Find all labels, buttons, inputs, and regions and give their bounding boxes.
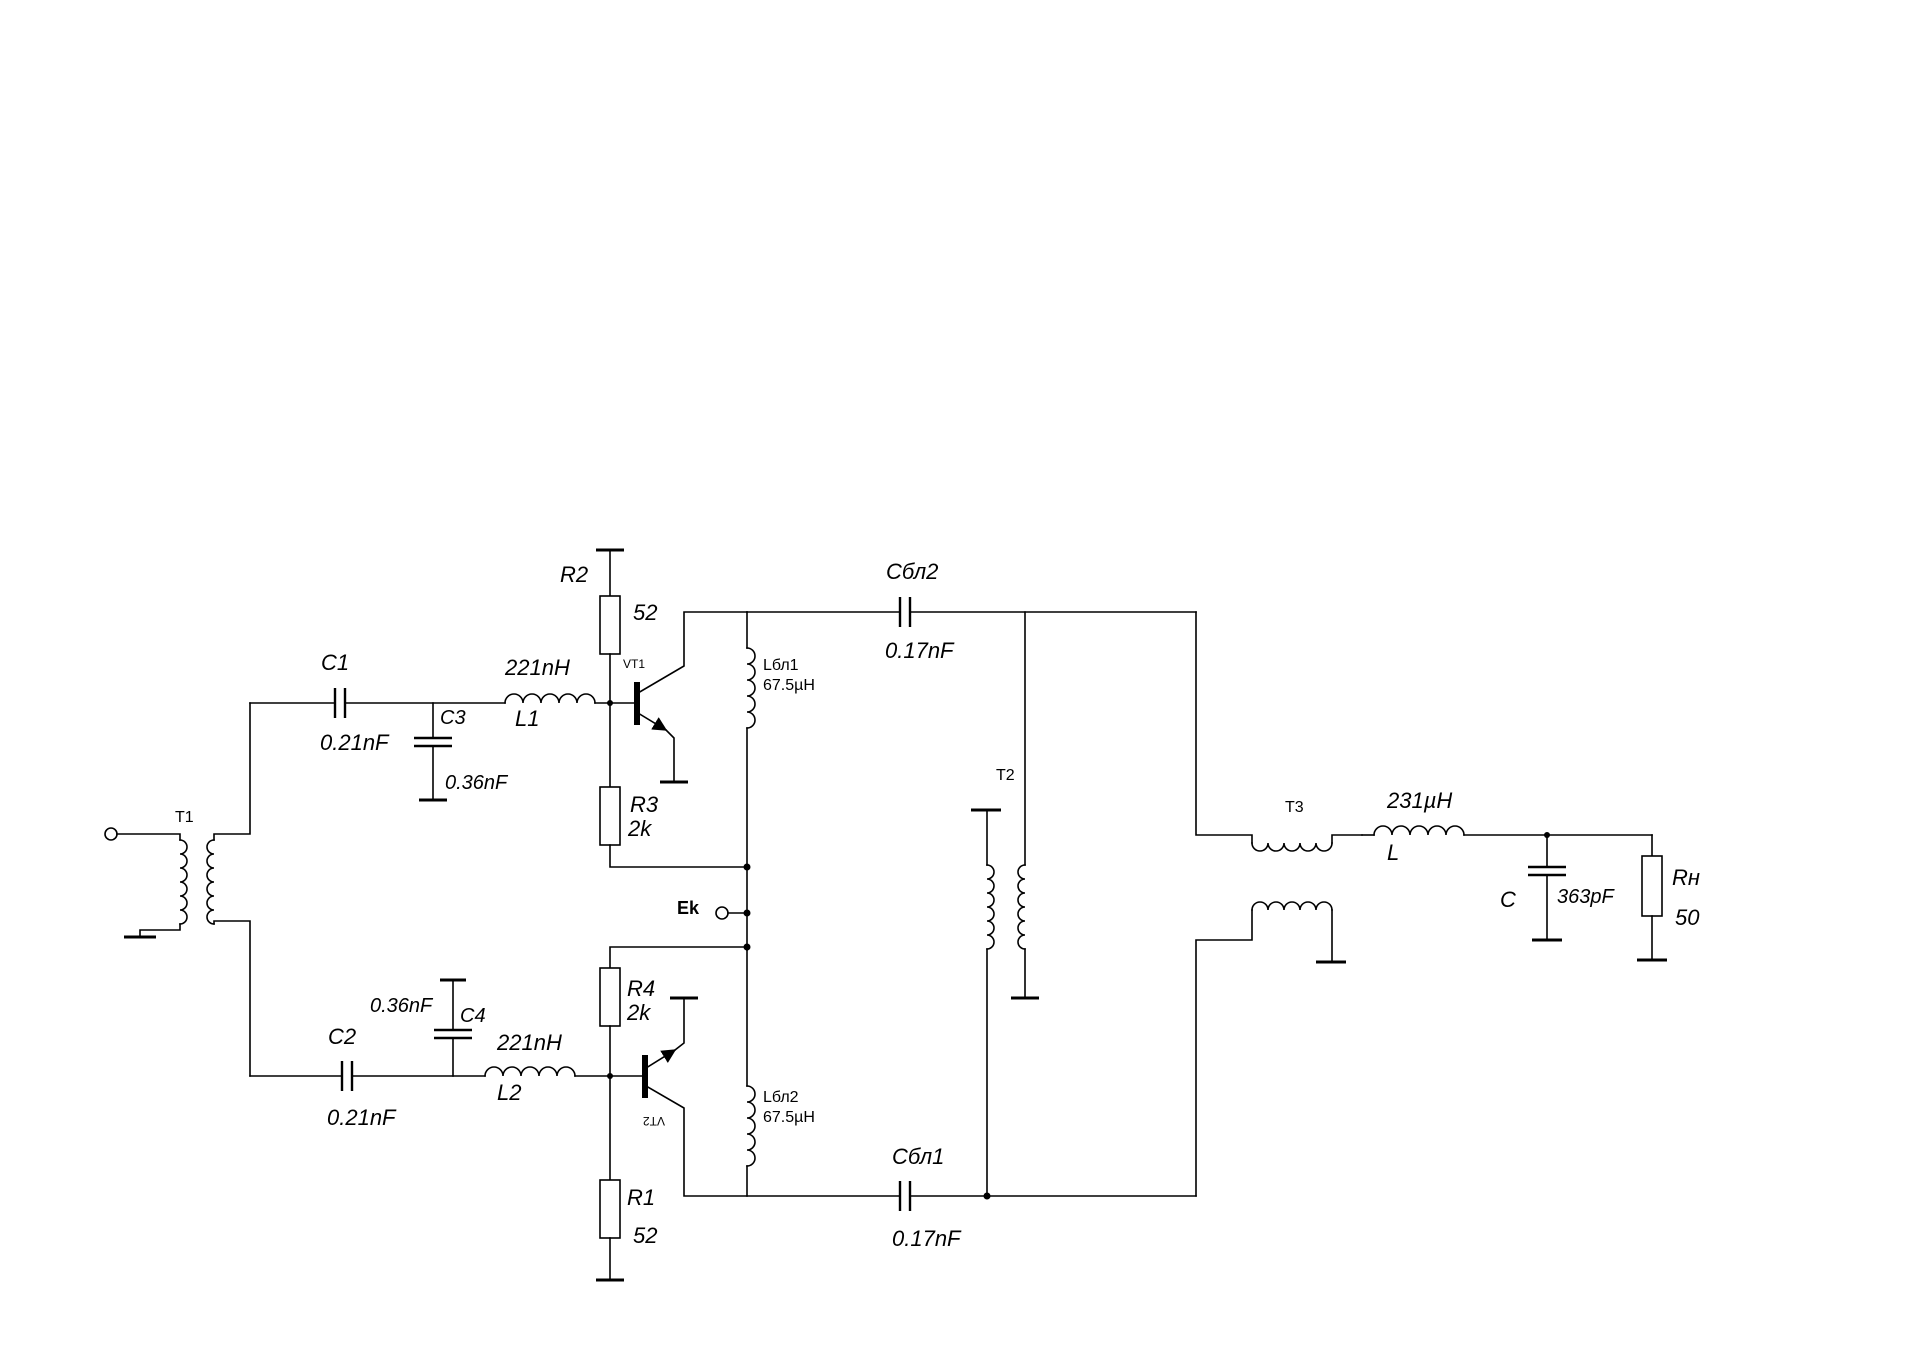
capacitor-cbl1: Cбл1 0.17nF: [892, 1144, 962, 1251]
inductor-l2: 221nH L2: [484, 1030, 576, 1105]
choke-lbl2: Lбл2 67.5µH: [746, 946, 815, 1197]
output-filter: 231µH L C 363pF Rн 50: [1361, 788, 1700, 962]
cbl2-name: Cбл2: [886, 559, 938, 584]
resistor-r1: R1 52: [599, 1179, 657, 1248]
vt2-label: VT2: [643, 1114, 665, 1128]
transformer-t2: T2: [971, 611, 1039, 1197]
out-l-value: 231µH: [1386, 788, 1452, 813]
r4-name: R4: [627, 976, 655, 1001]
transformer-t1: T1: [104, 702, 251, 1077]
cbl2-value: 0.17nF: [885, 638, 955, 663]
out-l-name: L: [1387, 840, 1399, 865]
l1-value: 221nH: [504, 655, 570, 680]
r3-value: 2k: [627, 816, 652, 841]
cbl1-name: Cбл1: [892, 1144, 944, 1169]
choke-lbl1: Lбл1 67.5µH: [746, 611, 815, 951]
c4-name: C4: [460, 1005, 486, 1027]
rn-value: 50: [1675, 905, 1700, 930]
inductor-output-l: 231µH L: [1373, 788, 1465, 865]
r2-name: R2: [560, 562, 588, 587]
t1-label: T1: [175, 809, 194, 826]
r1-value: 52: [633, 1223, 657, 1248]
c4-value: 0.36nF: [370, 995, 434, 1017]
l1-name: L1: [515, 706, 539, 731]
resistor-r2: R2 52: [560, 562, 657, 655]
resistor-r4: R4 2k: [599, 967, 655, 1027]
transformer-t3: T3: [1195, 611, 1363, 1197]
r4-value: 2k: [626, 1000, 651, 1025]
transistor-vt1: VT1: [623, 611, 748, 784]
resistor-load-rn: Rн 50: [1637, 834, 1700, 962]
t2-label: T2: [996, 767, 1015, 784]
capacitor-output-c: C 363pF: [1500, 834, 1615, 942]
t3-label: T3: [1285, 799, 1304, 816]
capacitor-cbl2: Cбл2 0.17nF: [885, 559, 955, 663]
capacitor-c4: 0.36nF C4: [370, 978, 486, 1077]
capacitor-c1: C1 0.21nF: [320, 650, 390, 755]
lbl1-value: 67.5µH: [763, 677, 815, 694]
cbl1-value: 0.17nF: [892, 1226, 962, 1251]
c1-name: C1: [321, 650, 349, 675]
l2-name: L2: [497, 1080, 521, 1105]
l2-value: 221nH: [496, 1030, 562, 1055]
r2-value: 52: [633, 600, 657, 625]
c2-value: 0.21nF: [327, 1105, 397, 1130]
lbl2-value: 67.5µH: [763, 1109, 815, 1126]
c2-name: C2: [328, 1024, 356, 1049]
out-c-value: 363pF: [1557, 886, 1615, 908]
transistor-vt2: VT2: [642, 996, 901, 1197]
c3-name: C3: [440, 707, 466, 729]
c3-value: 0.36nF: [445, 772, 509, 794]
capacitor-c3: C3 0.36nF: [414, 702, 509, 802]
supply-ek: Ek: [677, 863, 751, 951]
out-c-name: C: [1500, 887, 1516, 912]
rn-name: Rн: [1672, 865, 1700, 890]
ek-label[interactable]: Ek: [677, 898, 700, 918]
upper-input-branch: C1 0.21nF C3 0.36nF 221nH L1 R2 52: [249, 548, 748, 868]
resistor-r3: R3 2k: [599, 786, 659, 846]
r1-name: R1: [627, 1185, 655, 1210]
c1-value: 0.21nF: [320, 730, 390, 755]
lbl2-name: Lбл2: [763, 1089, 799, 1106]
lbl1-name: Lбл1: [763, 657, 799, 674]
lower-input-branch: C2 0.21nF 0.36nF C4 221nH L2 R4 2k: [249, 946, 748, 1282]
r3-name: R3: [630, 792, 659, 817]
capacitor-c2: C2 0.21nF: [327, 1024, 397, 1130]
inductor-l1: 221nH L1: [504, 655, 596, 731]
vt1-label: VT1: [623, 657, 645, 671]
